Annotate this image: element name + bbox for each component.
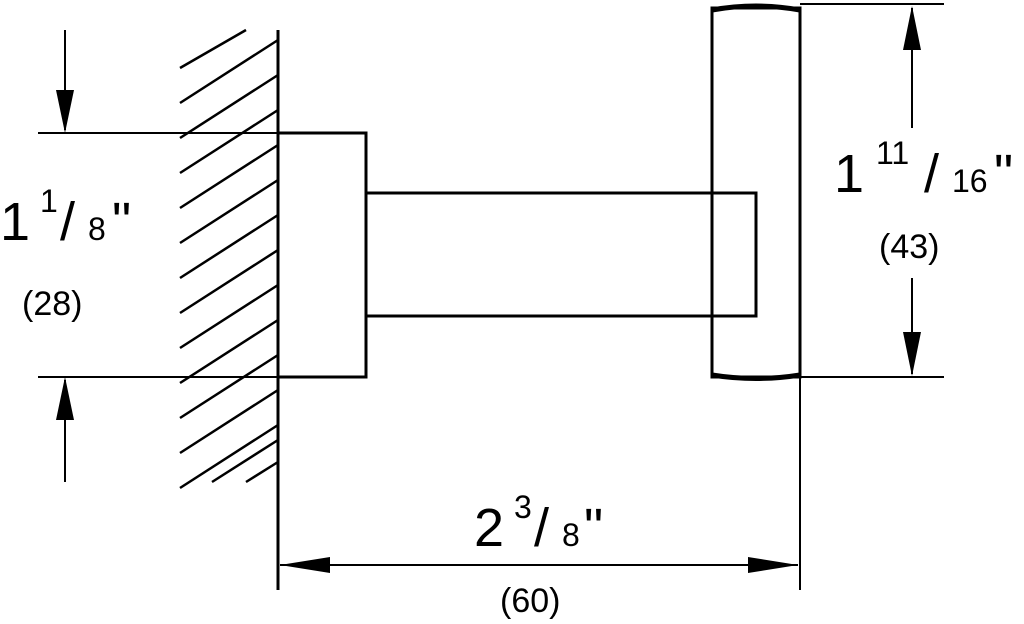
hook-shaft	[364, 191, 758, 318]
svg-text:(28): (28)	[22, 285, 82, 323]
svg-text:11: 11	[876, 135, 909, 171]
svg-text:1: 1	[0, 192, 30, 252]
svg-text:16: 16	[952, 163, 988, 199]
svg-text:/: /	[60, 192, 75, 252]
svg-text:1: 1	[40, 183, 58, 219]
wall-hatching	[179, 28, 279, 490]
svg-text:": "	[112, 192, 131, 252]
end-cap	[710, 3, 802, 381]
right-dimension-label: 1 11 / 16 " (43)	[834, 135, 1013, 266]
svg-text:2: 2	[474, 498, 504, 558]
svg-text:3: 3	[514, 489, 532, 525]
svg-text:8: 8	[562, 517, 580, 553]
bottom-dimension-label: 2 3 / 8 " (60)	[474, 489, 603, 620]
svg-text:1: 1	[834, 144, 864, 204]
left-arrow-down	[56, 30, 74, 133]
svg-text:/: /	[924, 144, 939, 204]
svg-text:": "	[584, 498, 603, 558]
left-arrow-up	[56, 377, 74, 482]
mounting-plate	[276, 131, 368, 379]
svg-text:8: 8	[88, 211, 106, 247]
left-dimension-label: 1 1 / 8 " (28)	[0, 183, 131, 323]
svg-text:": "	[994, 144, 1013, 204]
bottom-dimension-line	[280, 557, 798, 573]
svg-text:(43): (43)	[879, 228, 939, 266]
svg-text:(60): (60)	[500, 582, 560, 620]
right-arrow-down	[903, 278, 921, 376]
svg-text:/: /	[534, 498, 549, 558]
right-arrow-up	[903, 6, 921, 128]
